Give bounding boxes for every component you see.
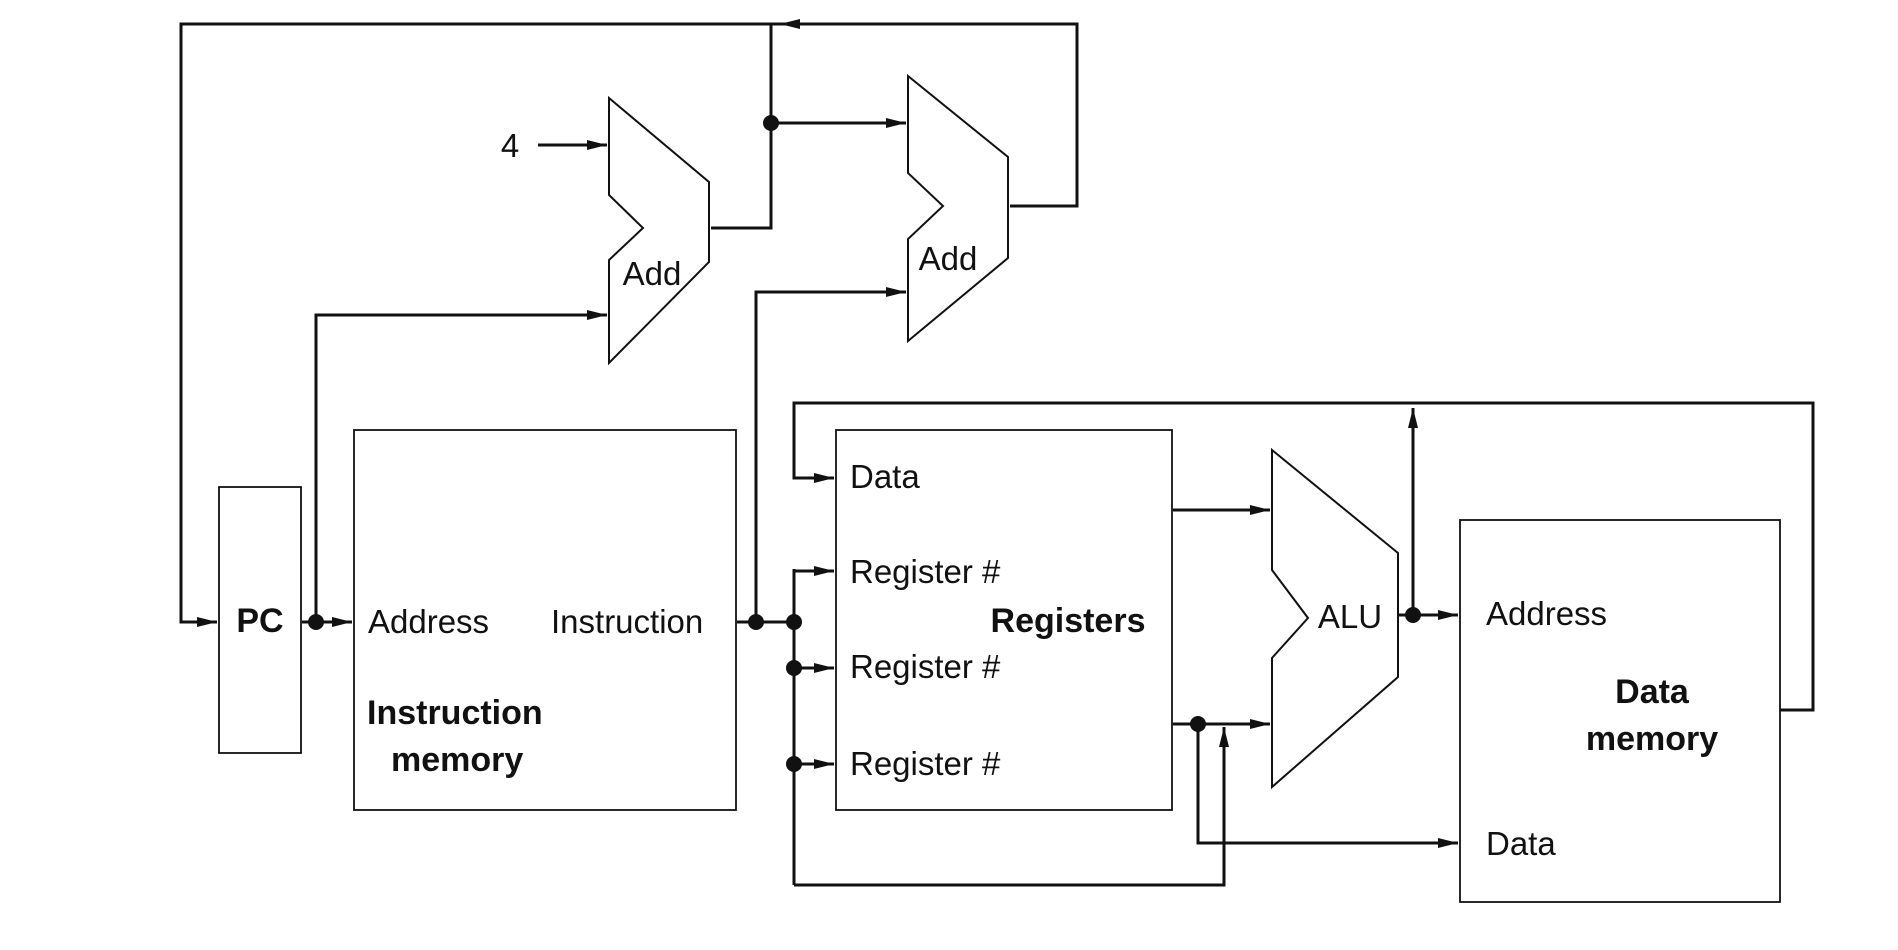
wire-to-register-1 (792, 566, 834, 576)
instruction-memory (353, 429, 737, 811)
imem-title-line2: memory (391, 741, 523, 779)
pc-label: PC (236, 602, 283, 640)
junction-dot (1190, 716, 1206, 732)
pc-adder (608, 95, 710, 366)
junction-dot (786, 756, 802, 772)
wire-immediate-to-alu (794, 727, 1229, 887)
reg-data-label: Data (850, 458, 920, 495)
branch-adder (907, 73, 1009, 344)
reg-register-label-1: Register # (850, 553, 1001, 590)
junction-dot (786, 660, 802, 676)
imem-instruction-label: Instruction (551, 603, 703, 640)
reg-register-label-2: Register # (850, 648, 1001, 685)
wire-pc-to-adder (314, 310, 607, 622)
dmem-data-label: Data (1486, 825, 1556, 862)
reg-register-label-3: Register # (850, 745, 1001, 782)
dmem-title-line1: Data (1615, 673, 1690, 711)
wire-pc-next-loop (179, 22, 1079, 627)
branch-adder-label: Add (919, 240, 978, 277)
registers-title: Registers (991, 602, 1146, 640)
junction-dot (1405, 607, 1421, 623)
wire-instruction-to-branch-adder (754, 287, 906, 622)
wire-readdata2-to-dmem (1196, 724, 1458, 848)
register-file (835, 429, 1173, 811)
junction-dot (786, 614, 802, 630)
alu (1271, 447, 1399, 790)
alu-label: ALU (1318, 598, 1382, 635)
junction-dot (763, 115, 779, 131)
imem-title-line1: Instruction (367, 694, 543, 732)
dmem-address-label: Address (1486, 595, 1607, 632)
constant-four: 4 (501, 127, 519, 164)
wire-adder-output (711, 24, 773, 230)
dmem-title-line2: memory (1586, 720, 1718, 758)
wire-writeback-loop (792, 401, 1815, 712)
junctions (308, 115, 1421, 772)
junction-dot (308, 614, 324, 630)
pc-adder-label: Add (623, 255, 682, 292)
junction-dot (748, 614, 764, 630)
imem-address-label: Address (368, 603, 489, 640)
data-memory (1459, 519, 1781, 903)
pc-register (218, 486, 302, 754)
